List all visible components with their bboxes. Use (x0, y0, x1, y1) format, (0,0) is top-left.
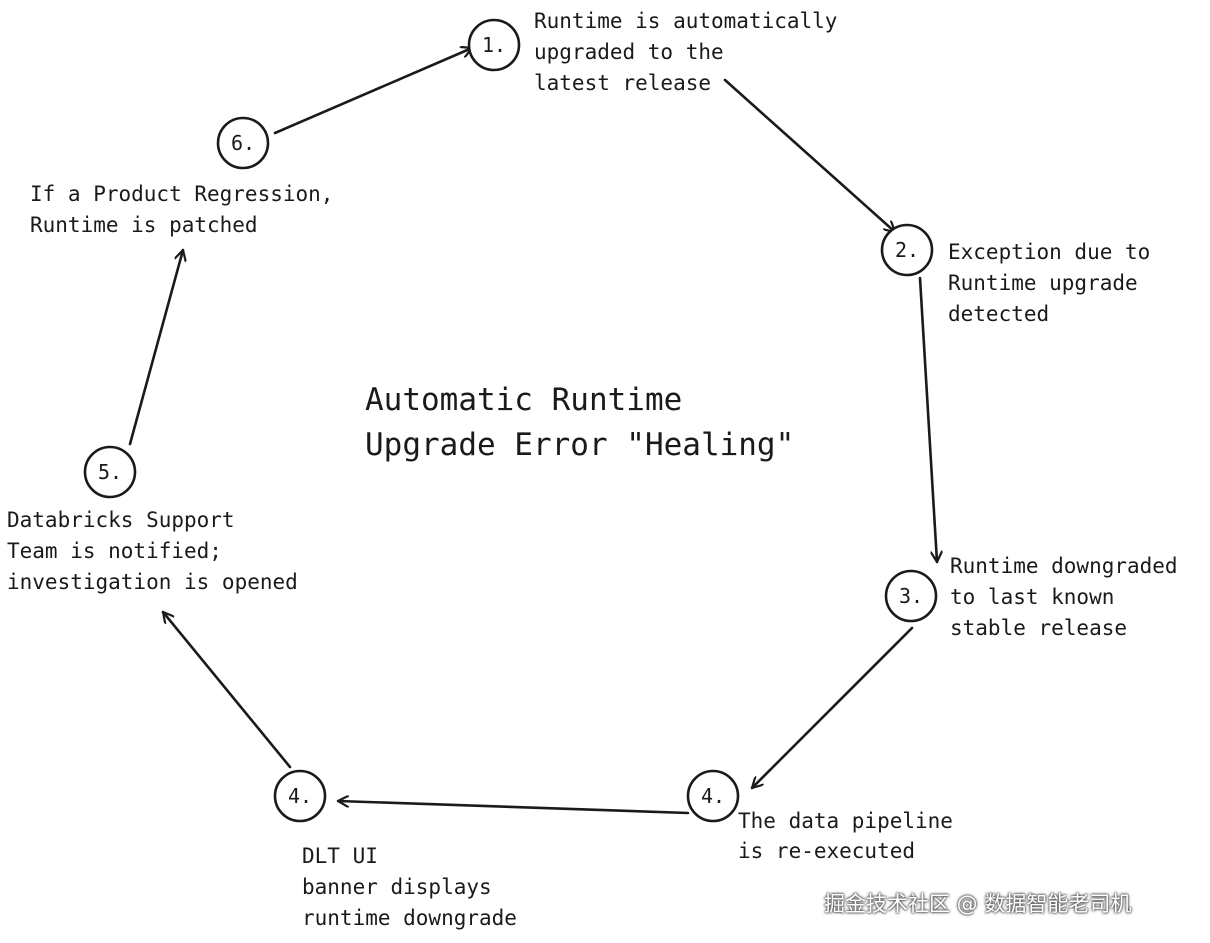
edges (128, 48, 937, 815)
step-text-line: runtime downgrade (302, 906, 517, 930)
step-number: 4. (288, 784, 312, 808)
step-circle (686, 769, 740, 823)
node-step-5: 5. Databricks Support Team is notified; … (7, 445, 298, 594)
step-text-line: Team is notified; (7, 539, 222, 563)
step-circle (884, 569, 938, 623)
arrow-2-to-3 (918, 276, 937, 564)
arrow-4a-to-4b (336, 801, 690, 815)
step-circle (83, 445, 137, 499)
step-number: 1. (482, 33, 506, 57)
step-text-line: stable release (950, 616, 1127, 640)
node-step-4-pipeline: 4. The data pipeline is re-executed (686, 769, 953, 863)
watermark-text: 掘金技术社区 @ 数据智能老司机 (824, 892, 1132, 916)
step-text-line: detected (948, 302, 1049, 326)
step-text-line: to last known (950, 585, 1114, 609)
arrow-4b-to-5 (161, 610, 292, 769)
step-text-line: investigation is opened (7, 570, 298, 594)
step-text-line: is re-executed (738, 839, 915, 863)
step-text-line: Runtime upgrade (948, 271, 1138, 295)
node-step-6: 6. If a Product Regression, Runtime is p… (30, 116, 333, 237)
step-text-line: If a Product Regression, (30, 182, 333, 206)
step-circle (467, 18, 521, 72)
step-circle (273, 769, 327, 823)
step-number: 6. (231, 131, 255, 155)
diagram-title: Automatic Runtime Upgrade Error "Healing… (365, 382, 794, 463)
step-text-line: Databricks Support (7, 508, 235, 532)
step-text-line: Runtime is patched (30, 213, 258, 237)
step-number: 5. (98, 460, 122, 484)
step-circle (216, 116, 270, 170)
step-number: 3. (899, 584, 923, 608)
title-line: Upgrade Error "Healing" (365, 427, 794, 463)
arrow-3-to-4a (750, 626, 914, 790)
arrow-6-to-1 (273, 48, 474, 135)
arrow-1-to-2 (723, 78, 897, 234)
node-step-1: 1. Runtime is automatically upgraded to … (467, 9, 837, 95)
arrow-5-to-6 (128, 248, 183, 446)
step-text-line: The data pipeline (738, 809, 953, 833)
step-text-line: banner displays (302, 875, 492, 899)
step-text-line: latest release (534, 71, 711, 95)
step-text-line: upgraded to the (534, 40, 724, 64)
title-line: Automatic Runtime (365, 382, 682, 418)
node-step-3: 3. Runtime downgraded to last known stab… (884, 554, 1178, 640)
step-circle (880, 223, 934, 277)
step-text-line: Exception due to (948, 240, 1150, 264)
step-text-line: DLT UI (302, 844, 378, 868)
node-step-2: 2. Exception due to Runtime upgrade dete… (880, 223, 1150, 326)
step-text-line: Runtime downgraded (950, 554, 1178, 578)
node-step-4-banner: 4. DLT UI banner displays runtime downgr… (273, 769, 517, 930)
step-number: 4. (701, 784, 725, 808)
step-text-line: Runtime is automatically (534, 9, 837, 33)
step-number: 2. (895, 238, 919, 262)
